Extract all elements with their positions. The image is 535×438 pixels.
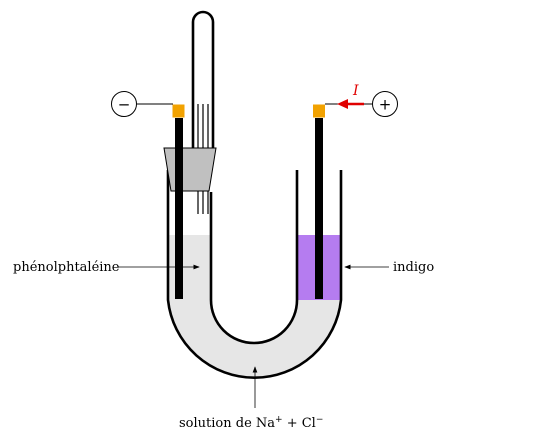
current-label: I <box>352 83 359 99</box>
svg-text:−: − <box>118 96 131 114</box>
gas-collection-tube <box>191 10 215 148</box>
u-tube-outer-wall <box>166 170 343 379</box>
indigo-label: indigo <box>393 260 434 275</box>
solution-label: solution de Na+ + Cl− <box>179 415 323 431</box>
stopper <box>163 147 217 192</box>
cathode-electrode <box>175 118 183 299</box>
svg-text:+: + <box>379 96 392 114</box>
anode-electrode <box>315 118 323 299</box>
current-arrowhead <box>337 99 348 109</box>
cathode-connector <box>172 104 185 118</box>
negative-terminal: − <box>111 91 137 117</box>
phenolphthalein-label: phénolphtaléine <box>13 260 120 275</box>
positive-terminal: + <box>372 91 398 117</box>
anode-connector <box>313 104 325 118</box>
u-tube-inner-wall <box>209 170 299 345</box>
